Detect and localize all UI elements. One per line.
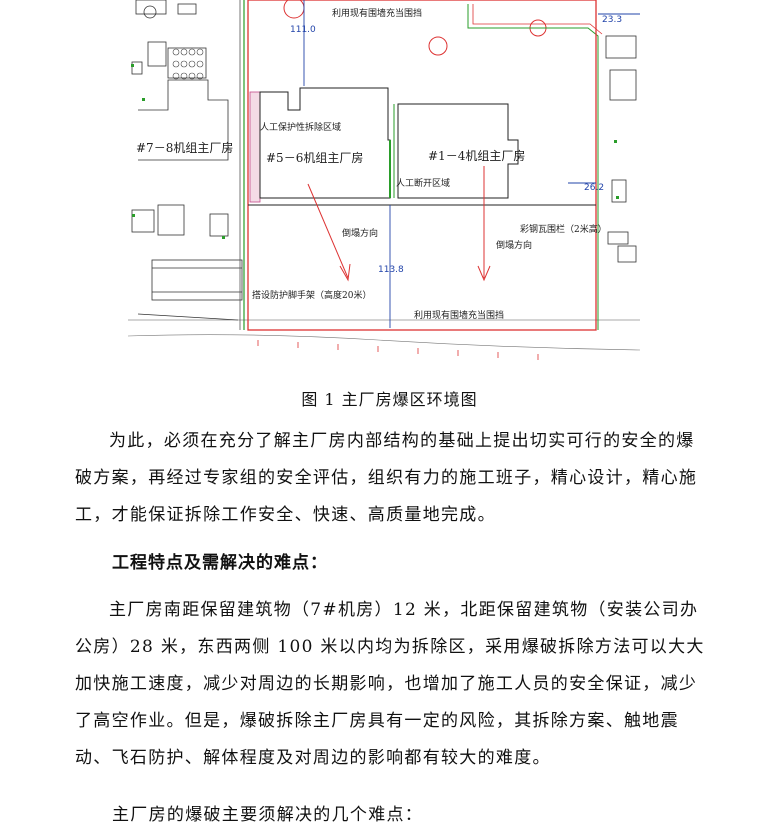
- paragraph-intro: 为此，必须在充分了解主厂房内部结构的基础上提出切实可行的安全的爆破方案，再经过专…: [75, 431, 698, 525]
- boundary-lines: [128, 0, 640, 351]
- label-building-14: #1－4机组主厂房: [428, 148, 525, 163]
- label-fall-left: 倒塌方向: [342, 227, 378, 239]
- blast-area-boundary: [247, 0, 597, 331]
- label-bottom-enclosure: 利用现有围墙充当围挡: [414, 309, 504, 321]
- dimension-lines: [303, 0, 640, 328]
- label-manual-protect: 人工保护性拆除区域: [260, 121, 341, 133]
- figure-caption: 图 1 主厂房爆区环境图: [301, 390, 478, 409]
- manual-protection-zone: [249, 91, 261, 203]
- label-top-enclosure: 利用现有围墙充当围挡: [332, 7, 422, 19]
- main-buildings: [248, 87, 596, 206]
- label-building-78: #7－8机组主厂房: [136, 140, 233, 155]
- label-dim-111: 111.0: [290, 25, 316, 35]
- label-building-56: #5－6机组主厂房: [266, 150, 363, 165]
- label-manual-open: 人工断开区域: [396, 177, 450, 189]
- blast-area-site-plan: 利用现有围墙充当围挡 111.0 23.3 人工保护性拆除区域 #7－8机组主厂…: [128, 0, 640, 360]
- paragraph-features: 主厂房南距保留建筑物（7#机房）12 米，北距保留建筑物（安装公司办公房）28 …: [75, 600, 705, 768]
- label-fall-right: 倒塌方向: [496, 239, 532, 251]
- label-steel-fence: 彩钢瓦围栏（2米高）: [520, 223, 607, 235]
- label-dim-26: 26.2: [584, 183, 604, 193]
- fall-direction-arrows: [307, 166, 491, 282]
- left-structures: [131, 0, 243, 321]
- section-heading: 工程特点及需解决的难点：: [112, 553, 328, 573]
- label-dim-23: 23.3: [602, 15, 622, 25]
- right-structures: [605, 35, 637, 263]
- label-dim-113: 113.8: [378, 265, 404, 275]
- left-grid-dots: [172, 48, 204, 80]
- label-scaffold: 搭设防护脚手架（高度20米）: [252, 289, 371, 301]
- paragraph-difficulties: 主厂房的爆破主要须解决的几个难点：: [112, 805, 424, 825]
- green-markers: [131, 64, 619, 239]
- ground-markers: [257, 340, 539, 360]
